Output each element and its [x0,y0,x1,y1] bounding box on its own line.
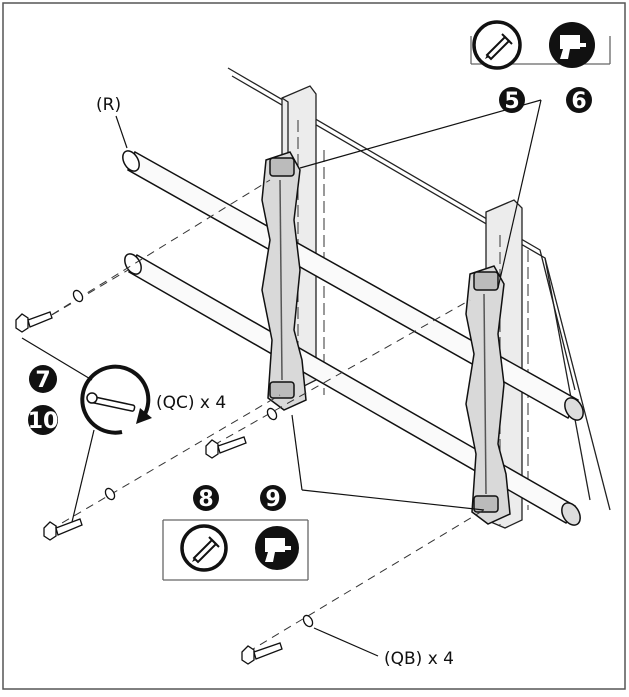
screw-qc-label: (QC) x 4 [156,393,226,413]
step-5-badge: 5 [499,87,525,114]
step-6: 6 [571,89,586,114]
leader-lines [21,99,542,657]
screw-mid [205,407,278,459]
pencil-icon [485,33,513,61]
step-7-badge: 7 [29,365,57,393]
rail-upper [122,150,584,421]
bracket-right [465,265,511,525]
bracket-left [261,151,307,411]
screw-bottom [241,614,314,665]
drill-icon [560,35,586,59]
pencil-icon [192,536,220,564]
step-8-badge: 8 [193,485,219,512]
step-9: 9 [265,487,280,512]
step-10: 10 [28,409,59,434]
step-7: 7 [35,368,50,393]
step-8: 8 [198,487,213,512]
screw-top-left [15,289,84,333]
step-9-badge: 9 [260,485,286,512]
rail-label: (R) [96,95,121,115]
drill-icon [265,538,291,562]
step-5: 5 [504,89,519,114]
wrench-rotate-icon [80,364,152,435]
washer-qb-label: (QB) x 4 [384,649,454,669]
rail-lower [124,253,581,526]
step-6-badge: 6 [566,87,592,114]
step-10-badge: 10 [28,405,59,435]
